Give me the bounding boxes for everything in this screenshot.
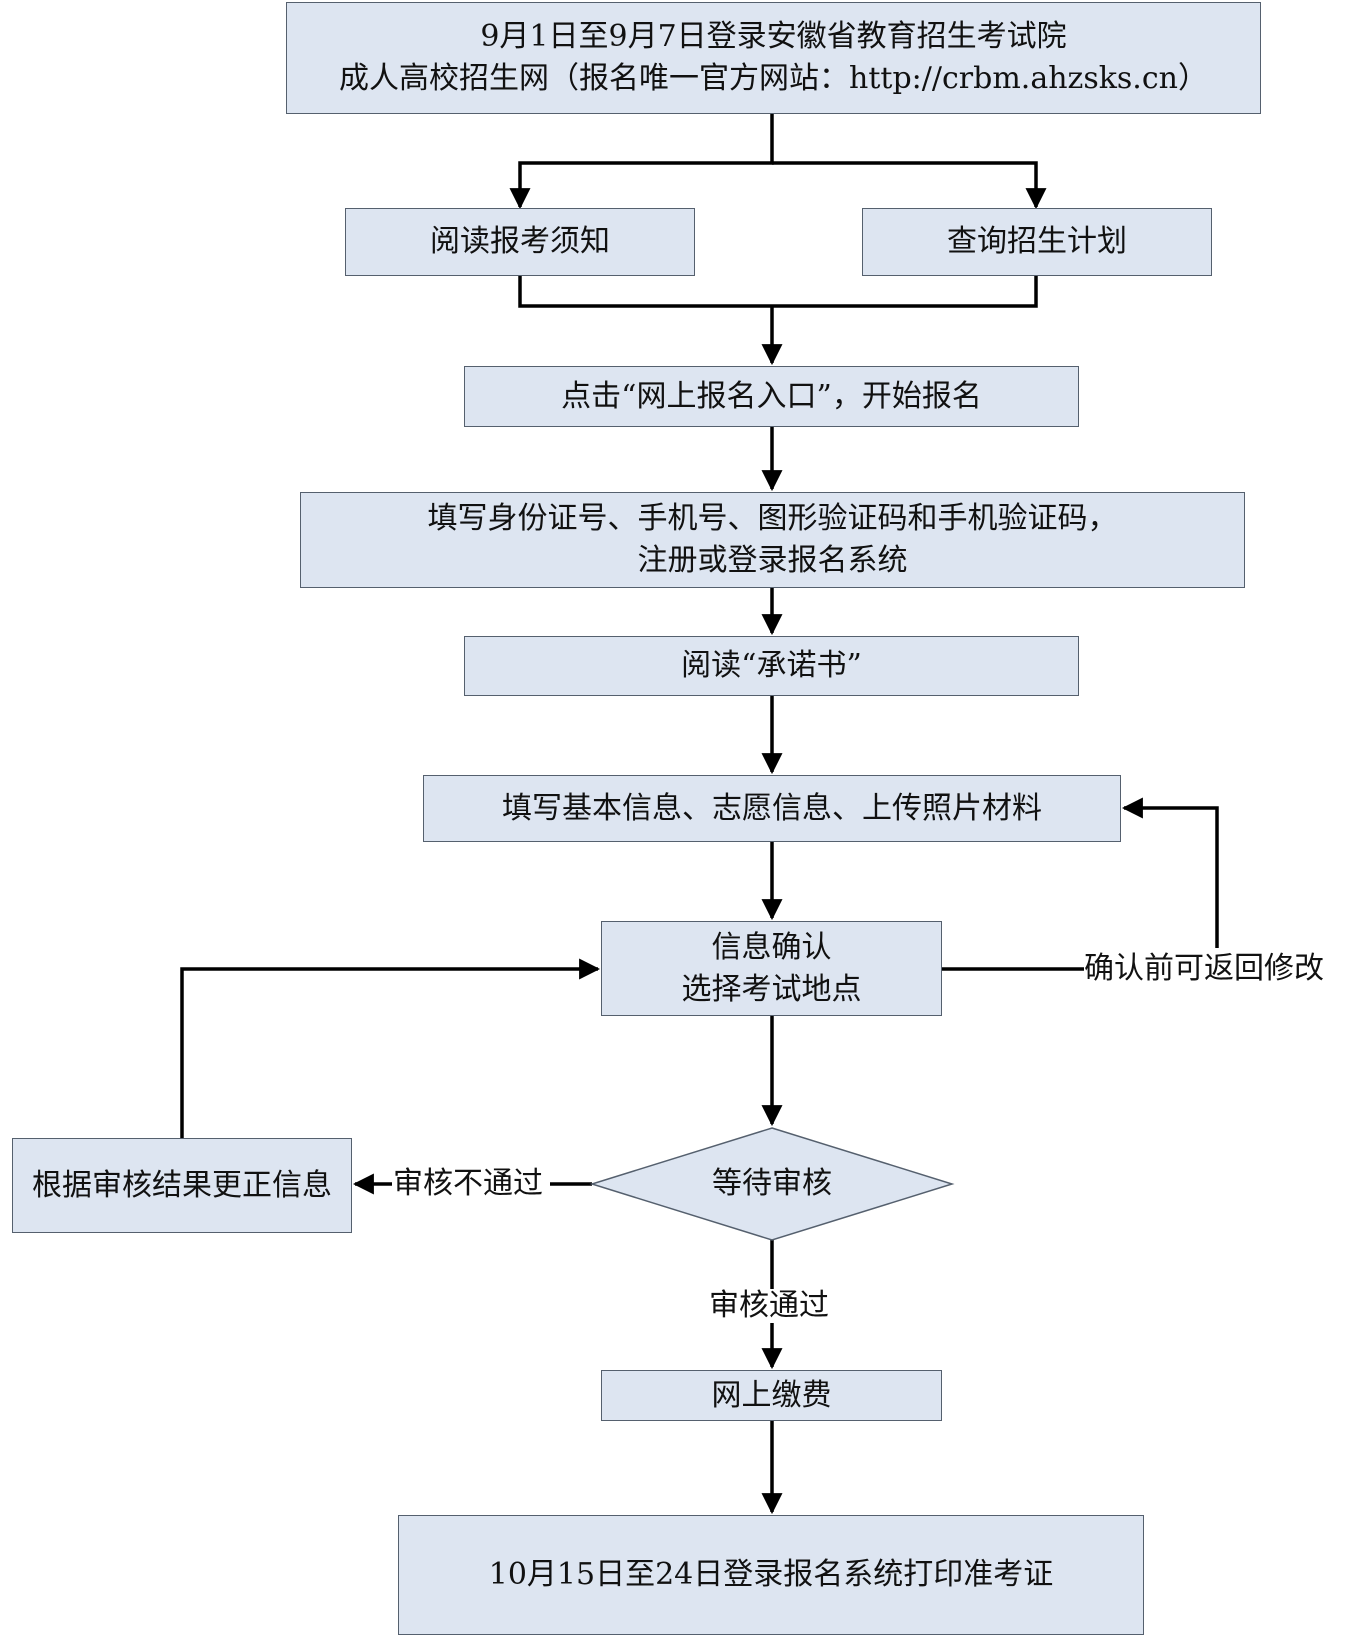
node-read-pledge: 阅读“承诺书” — [464, 636, 1079, 696]
await-review-diamond — [589, 1127, 955, 1241]
node-fill-info-label: 填写基本信息、志愿信息、上传照片材料 — [502, 790, 1042, 826]
arrow-login-to-query-plan — [772, 161, 1047, 210]
node-await-review-label: 等待审核 — [712, 1166, 832, 1201]
node-print-ticket: 10月15日至24日登录报名系统打印准考证 — [398, 1515, 1144, 1635]
node-click-entry-label: 点击“网上报名入口”，开始报名 — [561, 378, 982, 414]
node-register: 填写身份证号、手机号、图形验证码和手机验证码， 注册或登录报名系统 — [300, 492, 1245, 588]
edge-label-review-passed: 审核通过 — [709, 1288, 829, 1323]
node-login: 9月1日至9月7日登录安徽省教育招生考试院 成人高校招生网（报名唯一官方网站：h… — [286, 2, 1261, 114]
node-confirm-line1: 信息确认 — [711, 929, 832, 965]
node-print-ticket-label: 10月15日至24日登录报名系统打印准考证 — [488, 1557, 1054, 1592]
node-confirm: 信息确认 选择考试地点 — [601, 921, 942, 1016]
node-query-plan: 查询招生计划 — [862, 208, 1212, 276]
node-correct-info-label: 根据审核结果更正信息 — [32, 1167, 332, 1203]
arrow-merge-to-click-entry — [518, 276, 1038, 363]
arrow-correct-to-confirm — [180, 958, 601, 1138]
node-query-plan-label: 查询招生计划 — [947, 224, 1127, 259]
node-register-line1: 填写身份证号、手机号、图形验证码和手机验证码， — [427, 501, 1118, 536]
arrow-login-to-read-notice — [509, 114, 774, 210]
node-register-line2: 注册或登录报名系统 — [637, 543, 908, 578]
node-login-line1: 9月1日至9月7日登录安徽省教育招生考试院 — [480, 19, 1067, 54]
node-login-line2: 成人高校招生网（报名唯一官方网站：http://crbm.ahzsks.cn） — [339, 61, 1208, 96]
edge-label-return-before-confirm: 确认前可返回修改 — [1084, 951, 1324, 986]
node-correct-info: 根据审核结果更正信息 — [12, 1138, 352, 1233]
edge-label-review-failed: 审核不通过 — [393, 1166, 543, 1201]
node-pay-online: 网上缴费 — [601, 1370, 942, 1421]
arrow-return-to-fill — [941, 808, 1219, 971]
node-read-pledge-label: 阅读“承诺书” — [681, 648, 862, 683]
node-pay-online-label: 网上缴费 — [711, 1377, 832, 1413]
node-click-entry: 点击“网上报名入口”，开始报名 — [464, 366, 1079, 427]
node-read-notice: 阅读报考须知 — [345, 208, 695, 276]
node-read-notice-label: 阅读报考须知 — [430, 224, 610, 259]
node-confirm-line2: 选择考试地点 — [681, 971, 862, 1007]
node-fill-info: 填写基本信息、志愿信息、上传照片材料 — [423, 775, 1121, 842]
